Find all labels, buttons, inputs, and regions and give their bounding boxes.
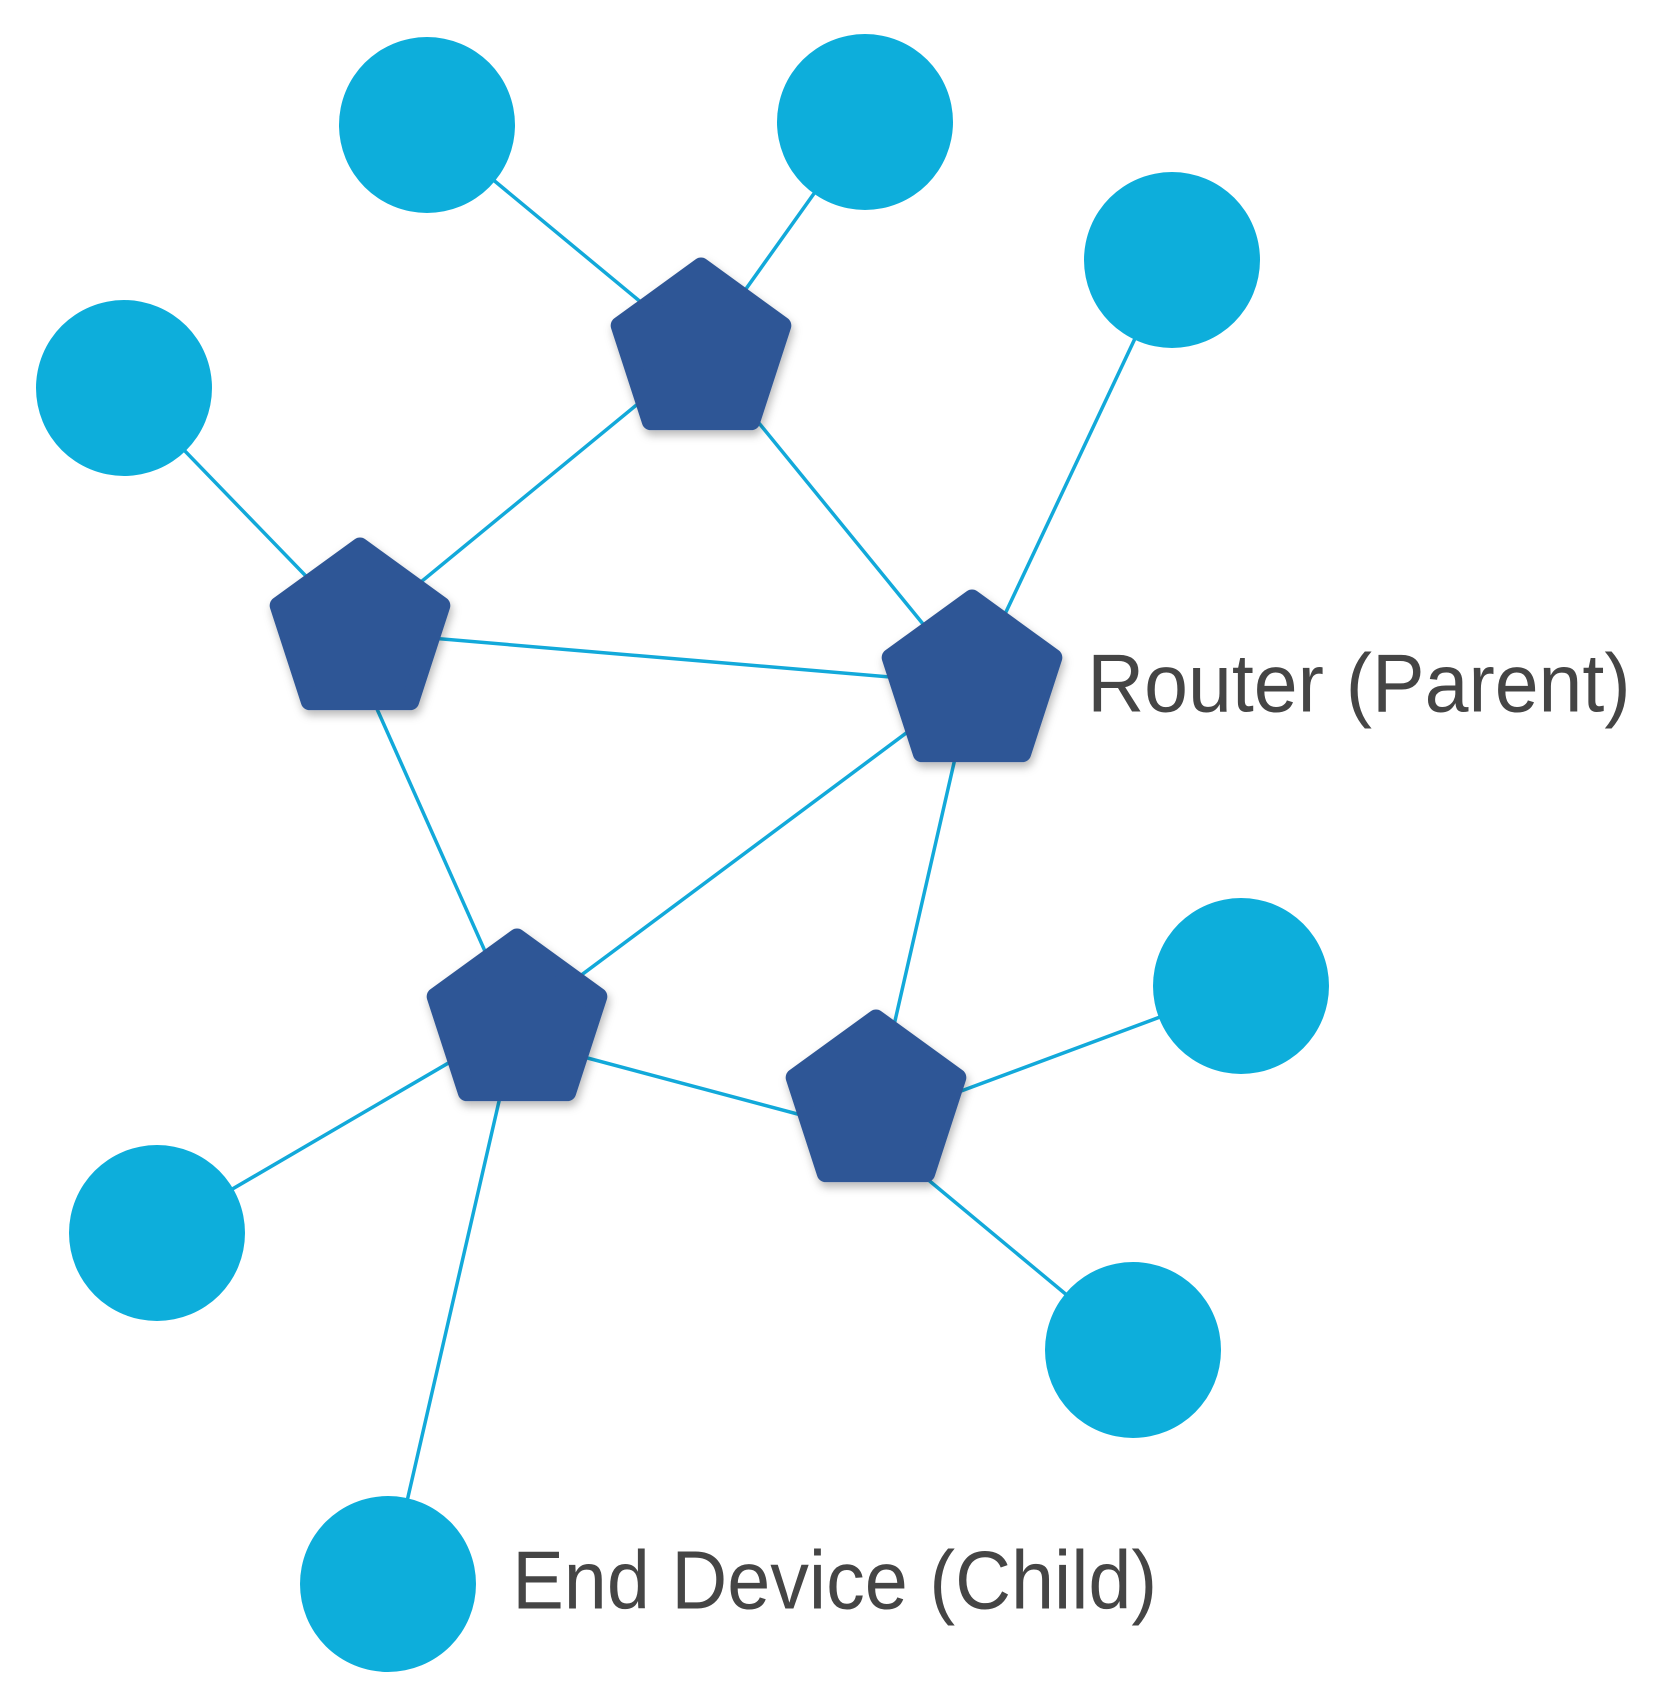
svg-text:End Device (Child): End Device (Child) [512,1534,1157,1627]
svg-text:Router (Parent): Router (Parent) [1087,637,1630,730]
